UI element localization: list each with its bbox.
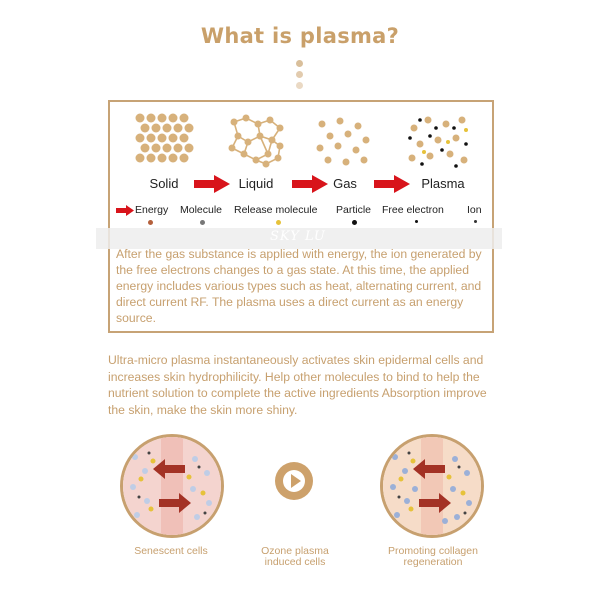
caption-collagen: Promoting collagen regeneration — [368, 546, 498, 568]
arrow-right-icon — [374, 175, 410, 193]
plasma-description: After the gas substance is applied with … — [116, 247, 482, 325]
legend-energy-dot — [148, 220, 153, 225]
legend-ion-dot — [474, 220, 477, 223]
legend-release-molecule: Release molecule — [234, 204, 318, 216]
energy-arrow-icon — [116, 205, 134, 216]
senescent-cells-illustration — [120, 434, 224, 538]
legend-release-molecule-dot — [276, 220, 281, 225]
solid-lattice-illustration — [135, 113, 194, 163]
decorative-dots — [296, 60, 304, 93]
caption-ozone-plasma: Ozone plasma induced cells — [240, 546, 350, 568]
watermark-band — [96, 228, 502, 249]
legend-energy: Energy — [135, 204, 169, 216]
skin-benefit-description: Ultra-micro plasma instantaneously activ… — [108, 353, 487, 417]
watermark: SKY LU — [270, 229, 326, 244]
play-icon — [275, 462, 313, 500]
arrow-right-icon — [194, 175, 230, 193]
legend: Energy Molecule Release molecule Particl… — [114, 204, 490, 228]
caption-collagen-line2: regeneration — [403, 556, 463, 568]
caption-senescent-cells: Senescent cells — [134, 545, 208, 557]
legend-molecule-dot — [200, 220, 205, 225]
plasma-info-frame — [108, 100, 494, 333]
plasma-particles-illustration — [408, 116, 468, 168]
collagen-regeneration-illustration — [380, 434, 484, 538]
liquid-network-illustration — [228, 114, 284, 168]
caption-ozone-plasma-line2: induced cells — [264, 556, 326, 568]
legend-ion: Ion — [467, 204, 482, 216]
gas-particles-illustration — [316, 117, 370, 166]
state-label-gas: Gas — [333, 176, 357, 191]
state-label-solid: Solid — [149, 176, 179, 191]
state-label-plasma: Plasma — [421, 176, 465, 191]
caption-collagen-line1: Promoting collagen — [388, 545, 478, 557]
caption-ozone-plasma-line1: Ozone plasma — [261, 545, 329, 557]
legend-free-electron: Free electron — [382, 204, 444, 216]
legend-molecule: Molecule — [180, 204, 223, 216]
arrow-right-icon — [292, 175, 328, 193]
legend-free-electron-dot — [415, 220, 418, 223]
legend-particle: Particle — [336, 204, 372, 216]
legend-particle-dot — [352, 220, 357, 225]
state-label-liquid: Liquid — [238, 176, 274, 191]
page-title: What is plasma? — [200, 24, 400, 48]
